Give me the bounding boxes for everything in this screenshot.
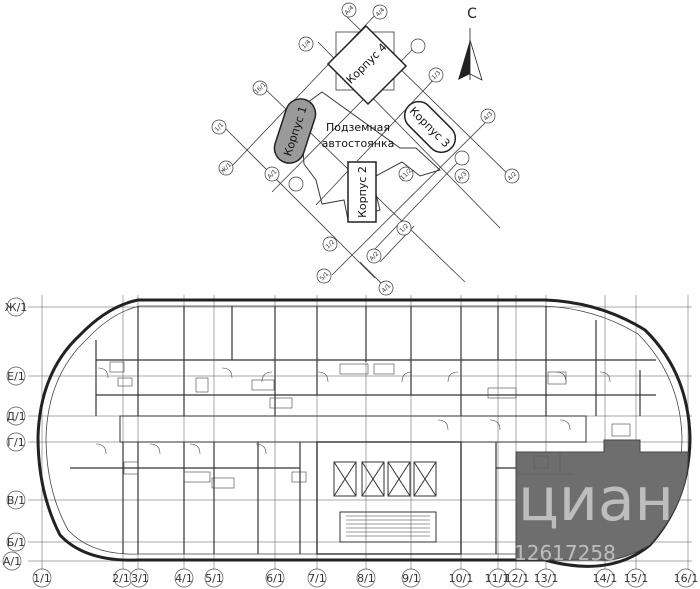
north-arrow-icon: С (458, 6, 483, 81)
parking-label-2: автостоянка (322, 137, 395, 150)
building-3: Корпус 3 (403, 100, 457, 154)
col-axis-10: 10/1 (449, 572, 474, 585)
row-axis-b1: Б/1 (7, 536, 25, 549)
col-axis-4: 4/1 (175, 572, 193, 585)
row-axis-d1: Д/1 (6, 410, 25, 423)
col-axis-7: 7/1 (308, 572, 326, 585)
column-axis-labels: 1/1 2/1 3/1 4/1 5/1 6/1 7/1 8/1 9/1 10/1… (32, 568, 699, 588)
parking-label-1: Подземная (326, 121, 390, 134)
site-axis-text: 1/1 (213, 121, 225, 133)
site-axis-text: 1/4 (300, 38, 312, 50)
building-core (316, 441, 462, 555)
col-axis-12: 12/1 (505, 572, 530, 585)
col-axis-2: 2/1 (112, 572, 130, 585)
site-axis-bubbles (211, 2, 520, 296)
building-1: Корпус 1 (273, 98, 317, 164)
site-axis-text: 1/3 (430, 69, 442, 81)
building-2-label: Корпус 2 (356, 166, 369, 218)
site-axis-text: 1/2 (398, 222, 410, 234)
row-axis-g1: Г/1 (7, 436, 24, 449)
highlighted-apartment (515, 439, 689, 561)
site-axis-text: 4/2 (506, 170, 518, 182)
site-axis-text: 5/1 (318, 270, 330, 282)
col-axis-1: 1/1 (33, 572, 51, 585)
row-axis-a1: А/1 (3, 555, 21, 568)
col-axis-9: 9/1 (402, 572, 420, 585)
col-axis-16: 16/1 (674, 572, 699, 585)
site-axis-text: 1/2 (324, 238, 336, 250)
site-axis-text: 4/3 (482, 110, 494, 122)
col-axis-6: 6/1 (266, 572, 284, 585)
watermark-number: 12617258 (514, 541, 616, 565)
col-axis-15: 15/1 (624, 572, 649, 585)
col-axis-5: 5/1 (205, 572, 223, 585)
building-4: Корпус 4 (326, 24, 408, 106)
row-axis-v1: В/1 (7, 494, 25, 507)
row-axis-zh1: Ж/1 (5, 301, 28, 314)
col-axis-3: 3/1 (131, 572, 149, 585)
building-2: Корпус 2 (347, 161, 377, 223)
col-axis-11: 11/1 (485, 572, 510, 585)
col-axis-8: 8/1 (357, 572, 375, 585)
watermark-logo-text: циан (518, 465, 674, 535)
row-axis-e1: Е/1 (7, 370, 25, 383)
row-axis-labels: Ж/1 Е/1 Д/1 Г/1 В/1 Б/1 А/1 (2, 297, 28, 571)
north-label: С (467, 6, 477, 22)
site-axis-text: 4/1 (380, 282, 392, 294)
site-axis-text: 4/4 (374, 6, 386, 18)
col-axis-14: 14/1 (593, 572, 618, 585)
site-axis-texts: А/4 4/4 1/4 16/1 1/1 А/1 Ж/1 1/3 4/3 А/3… (213, 4, 518, 294)
col-axis-13: 13/1 (534, 572, 559, 585)
